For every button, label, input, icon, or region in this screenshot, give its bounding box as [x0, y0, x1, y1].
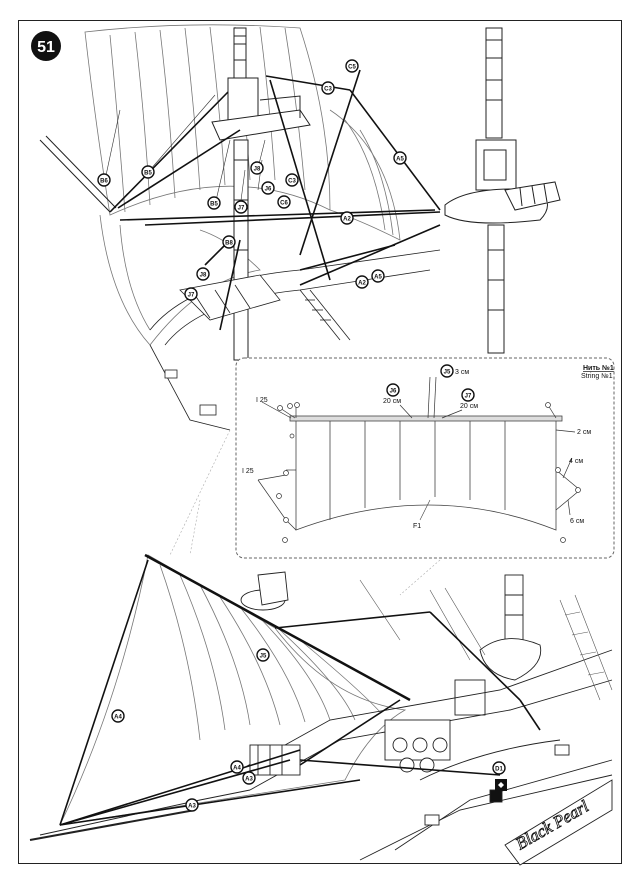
upper-hull: [149, 249, 441, 431]
svg-text:A4: A4: [233, 766, 241, 772]
string-label-ru: Нить №1: [583, 364, 614, 372]
nameplate: Black Pearl: [504, 779, 613, 866]
step-number: 51: [37, 39, 55, 56]
callout-j5-inset: J5: [440, 364, 454, 378]
svg-text:J7: J7: [465, 394, 472, 400]
svg-text:D1: D1: [495, 767, 503, 773]
string-label-en: String №1: [581, 373, 613, 380]
svg-text:A2: A2: [358, 281, 366, 287]
upper-yard-left: [39, 135, 117, 213]
sail-f1-label: F1: [413, 523, 421, 530]
svg-text:B8: B8: [225, 241, 233, 247]
block-label-side: I 25: [242, 468, 254, 475]
callout-a2-low: A2: [355, 275, 369, 289]
len-j5: 3 см: [455, 369, 469, 376]
callout-c3-low: C3: [285, 173, 299, 187]
callout-group-upper: C5 C3 A5 B6 B5 B5 J8 J6 J7 C3 C6 A2 B8 A…: [97, 59, 407, 301]
callout-c5: C5: [345, 59, 359, 73]
svg-text:A2: A2: [343, 217, 351, 223]
step-number-badge: 51: [31, 31, 61, 61]
rigging-lines-upper: [109, 69, 441, 331]
mast-top-detail: [444, 27, 561, 354]
svg-text:C5: C5: [348, 65, 356, 71]
svg-text:B5: B5: [210, 202, 218, 208]
lower-shrouds: [359, 579, 613, 701]
blocks-left-side: [257, 469, 297, 543]
attach-point-icon: [495, 779, 507, 791]
callout-a4-left: A4: [111, 709, 125, 723]
callout-c6: C6: [277, 195, 291, 209]
svg-text:C3: C3: [288, 179, 296, 185]
blocks-right-side: [545, 402, 581, 543]
callout-j6-top: J6: [261, 181, 275, 195]
string-detail-inset: Нить №1 String №1 F1 I 25 I 25: [235, 357, 615, 559]
callout-a5-low: A5: [371, 269, 385, 283]
page-frame: [18, 20, 622, 864]
rigging-lines-lower: [59, 559, 541, 826]
lower-sail: [59, 554, 407, 826]
svg-text:J8: J8: [254, 167, 261, 173]
callout-b5-mid: B5: [207, 196, 221, 210]
svg-text:J6: J6: [265, 187, 272, 193]
len-right-bot: 6 см: [570, 518, 584, 525]
callout-a2-upper: A2: [340, 211, 354, 225]
lower-top-platform: [240, 571, 542, 716]
svg-text:B5: B5: [144, 171, 152, 177]
sail-f1: [289, 415, 563, 531]
callout-a3-low: A3: [185, 798, 199, 812]
svg-text:J7: J7: [238, 206, 245, 212]
callout-group-lower: J5 A4 A4 A3 A3 D1: [111, 648, 506, 812]
construction-lines: [169, 429, 441, 596]
callout-j6-inset: J6: [386, 383, 400, 397]
callout-b6: B6: [97, 173, 111, 187]
callout-d1: D1: [492, 761, 506, 775]
callout-j7-top: J7: [234, 200, 248, 214]
lower-hull: [29, 649, 613, 861]
svg-text:A3: A3: [188, 804, 196, 810]
svg-text:J6: J6: [390, 389, 397, 395]
callout-c3: C3: [321, 81, 335, 95]
blocks-top-left: [261, 401, 300, 439]
svg-text:A5: A5: [396, 157, 404, 163]
callout-j7-inset: J7: [461, 388, 475, 402]
svg-text:A4: A4: [114, 715, 122, 721]
inset-callouts: J5 J6 J7: [386, 364, 475, 402]
len-j6: 20 см: [383, 398, 401, 405]
len-j7: 20 см: [460, 403, 478, 410]
block-label-top: I 25: [256, 397, 268, 404]
callout-j5-lower: J5: [256, 648, 270, 662]
len-right-top: 2 см: [577, 429, 591, 436]
svg-text:J8: J8: [200, 273, 207, 279]
callout-a3-mid: A3: [242, 771, 256, 785]
callout-j7-deck: J7: [184, 287, 198, 301]
svg-text:J7: J7: [188, 293, 195, 299]
callout-a5-top: A5: [393, 151, 407, 165]
callout-j8-deck: J8: [196, 267, 210, 281]
len-right-mid: 4 см: [569, 458, 583, 465]
callout-b5-left: B5: [141, 165, 155, 179]
svg-text:A5: A5: [374, 275, 382, 281]
svg-text:C6: C6: [280, 201, 288, 207]
callout-a4-mid: A4: [230, 760, 244, 774]
svg-text:J5: J5: [444, 370, 451, 376]
svg-text:C3: C3: [324, 87, 332, 93]
inset-leader-lines: [399, 376, 463, 419]
callout-j8-top: J8: [250, 161, 264, 175]
svg-text:B6: B6: [100, 179, 108, 185]
svg-text:A3: A3: [245, 777, 253, 783]
svg-text:J5: J5: [260, 654, 267, 660]
callout-b8: B8: [222, 235, 236, 249]
